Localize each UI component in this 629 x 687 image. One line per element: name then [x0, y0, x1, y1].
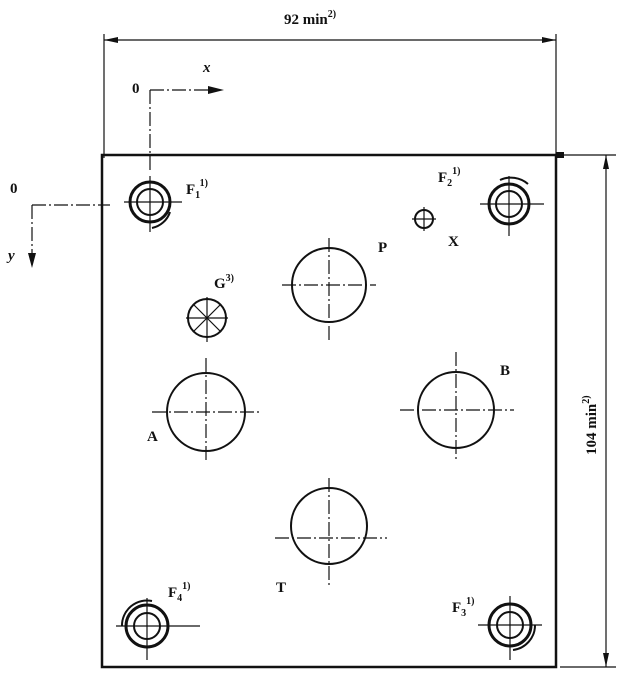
f3-label: F31)	[452, 596, 475, 619]
f1-label: F11)	[186, 178, 208, 201]
locating-pin-g: G3)	[186, 273, 234, 342]
x-axis: 0 x	[132, 60, 224, 170]
height-dimension: 104 min2)	[560, 154, 616, 668]
fixing-hole-f2: F21)	[438, 166, 544, 236]
fixing-hole-f3: F31)	[452, 596, 542, 660]
x-origin-label: 0	[132, 81, 140, 97]
port-a: A	[147, 358, 262, 462]
plate-outline	[100, 153, 558, 669]
fixing-hole-f4: F41)	[116, 581, 200, 660]
port-x-label: X	[448, 234, 459, 250]
port-p-label: P	[378, 240, 387, 256]
f2-label: F21)	[438, 166, 461, 189]
port-p: P	[282, 238, 387, 340]
width-dimension-label: 92 min2)	[284, 9, 336, 28]
f4-label: F41)	[168, 581, 191, 604]
y-axis-label: y	[6, 248, 15, 264]
g-label: G3)	[214, 273, 234, 292]
x-axis-label: x	[202, 60, 211, 76]
y-origin-label: 0	[10, 181, 18, 197]
port-b-label: B	[500, 363, 510, 379]
port-b: B	[400, 352, 514, 462]
port-x: X	[412, 207, 459, 250]
port-a-label: A	[147, 429, 158, 445]
width-dimension: 92 min2)	[103, 9, 557, 158]
height-dimension-label: 104 min2)	[581, 395, 600, 455]
port-t: T	[275, 478, 387, 596]
port-t-label: T	[276, 580, 286, 596]
y-axis: 0 y	[6, 181, 110, 268]
fixing-hole-f1: F11)	[124, 176, 208, 232]
